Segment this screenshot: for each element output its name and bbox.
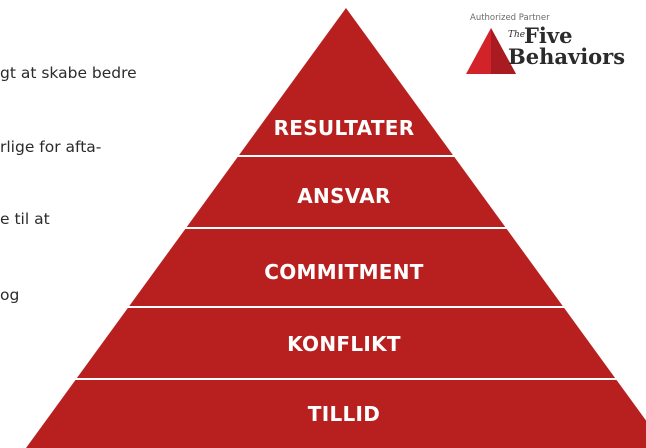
logo-the: The <box>508 30 526 40</box>
pyramid-tier-tillid <box>26 380 646 448</box>
tier-label-ansvar: ANSVAR <box>297 184 390 208</box>
tier-label-commitment: COMMITMENT <box>264 260 424 284</box>
logo-word-five: Five <box>524 23 573 48</box>
tier-label-tillid: TILLID <box>308 402 380 426</box>
body-text-line-1: gt at skabe bedre <box>0 64 137 82</box>
body-text-line-4: og <box>0 286 20 304</box>
body-text-line-2: rlige for afta- <box>0 138 102 156</box>
tier-label-resultater: RESULTATER <box>274 116 415 140</box>
body-text-line-3: e til at <box>0 210 50 228</box>
logo-caption: Authorized Partner <box>470 13 550 23</box>
logo-triangle-icon <box>466 28 516 74</box>
logo-word-behaviors: Behaviors <box>508 44 626 69</box>
tier-label-konflikt: KONFLIKT <box>287 332 401 356</box>
pyramid-tier-konflikt <box>26 308 646 378</box>
